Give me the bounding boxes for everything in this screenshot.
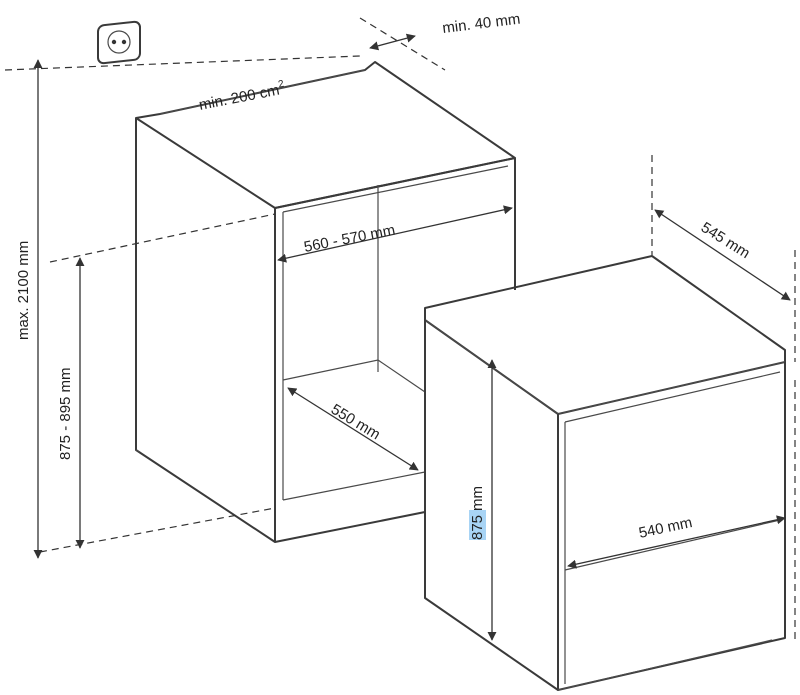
appliance-height-label: 875mm	[469, 486, 486, 540]
max-height-label: max. 2100 mm	[15, 241, 32, 340]
niche-width-label: 560 - 570 mm	[303, 222, 397, 256]
appliance-body	[424, 255, 786, 691]
dimension-lines	[33, 33, 791, 641]
niche-height-label: 875 - 895 mm	[57, 367, 74, 460]
power-socket-icon	[97, 20, 141, 65]
appliance-width-label: 540 mm	[637, 514, 694, 542]
height-value-highlight	[469, 510, 486, 540]
vent-gap-dimension	[369, 33, 416, 51]
appliance-width-dimension	[567, 515, 786, 569]
vent-gap-label: min. 40 mm	[441, 11, 521, 37]
vent-area-label: min. 200 cm2	[197, 79, 287, 114]
niche-width-dimension	[277, 205, 513, 263]
extension-lines	[4, 17, 796, 640]
cabinet-niche	[135, 61, 516, 543]
appliance-depth-label: 545 mm	[698, 219, 753, 262]
niche-depth-label: 550 mm	[328, 401, 383, 443]
svg-text:875mm: 875mm	[469, 486, 486, 540]
niche-depth-dimension	[287, 387, 419, 471]
appliance-depth-dimension	[654, 209, 791, 301]
